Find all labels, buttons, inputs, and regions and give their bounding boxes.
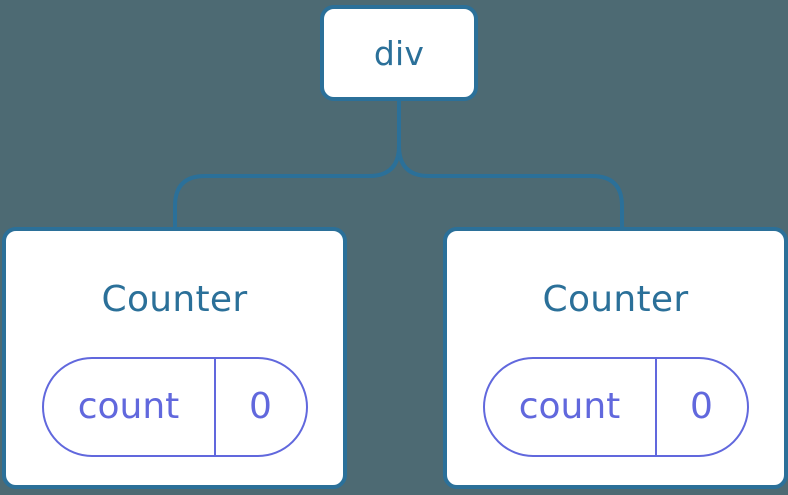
state-value-left: 0 xyxy=(249,386,272,427)
state-value-right: 0 xyxy=(690,386,713,427)
node-counter-right-label: Counter xyxy=(542,279,689,320)
node-div-label: div xyxy=(373,33,425,73)
state-pill-left: count 0 xyxy=(41,357,308,457)
node-counter-left[interactable]: Counter count 0 xyxy=(2,227,347,489)
node-counter-left-label: Counter xyxy=(101,279,248,320)
state-key-left: count xyxy=(44,359,216,455)
connector-root-to-children xyxy=(173,99,401,231)
state-key-right: count xyxy=(485,359,657,455)
node-counter-right[interactable]: Counter count 0 xyxy=(443,227,788,489)
connector-root-to-right-child xyxy=(397,99,624,231)
node-div[interactable]: div xyxy=(320,5,478,101)
state-pill-right: count 0 xyxy=(482,357,749,457)
